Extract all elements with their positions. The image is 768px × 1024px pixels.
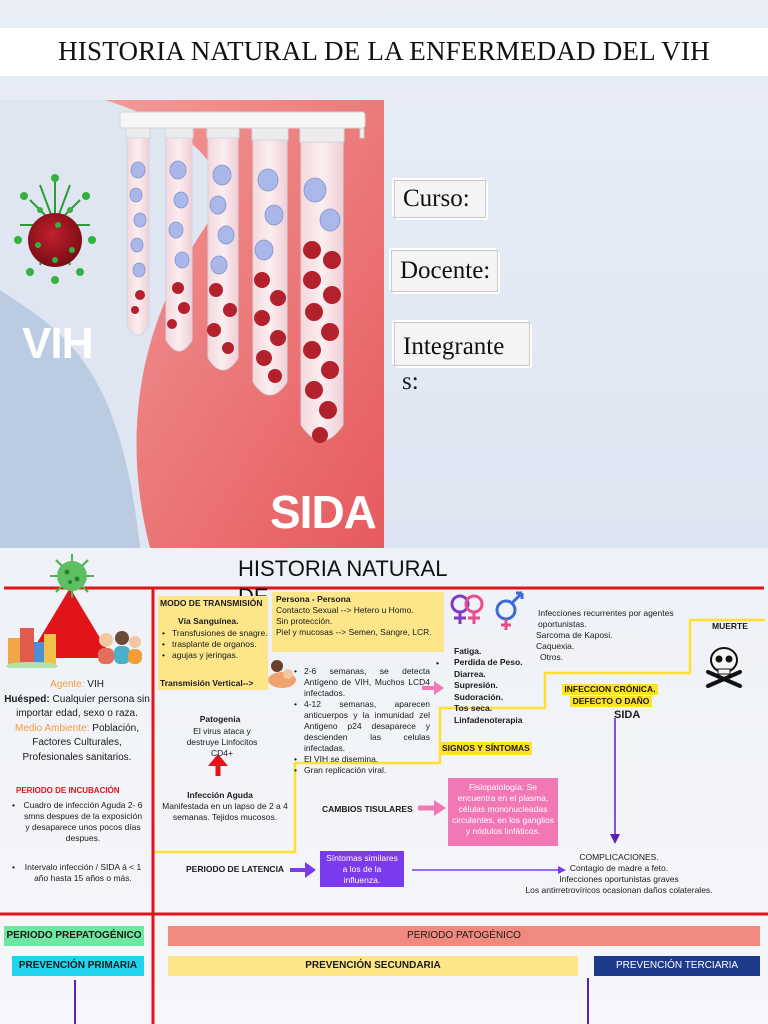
list-item: 2-6 semanas, se detecta Antígeno de VIH,… xyxy=(294,666,430,699)
people-icon xyxy=(98,631,142,664)
prevencion-secundaria-bar: PREVENCIÓN SECUNDARIA xyxy=(168,956,578,976)
patogenia-title: Patogenia xyxy=(199,714,241,724)
list-item: Gran replicación viral. xyxy=(294,765,430,776)
list-item: Transfusiones de snagre. xyxy=(162,628,270,639)
sintoma-item: Perdida de Peso. xyxy=(454,657,523,668)
virus-icon xyxy=(50,554,94,598)
curso-label: Curso: xyxy=(394,180,486,218)
persona-line: Piel y mucosas --> Semen, Sangre, LCR. xyxy=(276,627,432,638)
list-item: El VIH se disemina. xyxy=(294,754,430,765)
docente-label: Docente: xyxy=(391,250,498,292)
infeccion-line: Sarcoma de Kaposi. xyxy=(536,630,613,641)
fisiopatologia-box: Fisiopatología: Se encuentra en el plasm… xyxy=(448,778,558,846)
title-bar xyxy=(0,28,768,76)
complicacion-line: Los antirretrovíricos ocasionan daños co… xyxy=(525,885,713,896)
list-item: trasplante de organos. xyxy=(162,639,270,650)
gender-symbols-icon xyxy=(450,591,524,630)
list-item: Intervalo infección / SIDA á < 1 año has… xyxy=(12,862,144,884)
periodo-prepatogenico-bar: PERIODO PREPATOGÉNICO xyxy=(4,926,144,946)
transmision-title: MODO DE TRANSMISIÓN xyxy=(160,598,263,608)
skull-icon xyxy=(706,647,742,688)
sintoma-item: Sudoración. xyxy=(454,691,504,702)
complicacion-line: Contagio de madre a feto. xyxy=(569,863,669,874)
list-item: 4-12 semanas, aparecen anticuerpos y la … xyxy=(294,699,430,754)
sintoma-item: Fatiga. xyxy=(454,646,482,656)
infeccion-cronica-label: INFECCION CRÓNICA. xyxy=(562,684,658,696)
incubacion-title: PERIODO DE INCUBACIÓN xyxy=(16,786,120,795)
city-icon xyxy=(6,628,58,668)
periodo-patogenico-bar: PERIODO PATOGÉNICO xyxy=(168,926,760,946)
cambios-tisulares-label: CAMBIOS TISULARES xyxy=(322,804,413,814)
sintoma-item: Linfadenoterapia xyxy=(454,714,523,725)
huesped-label: Huésped: xyxy=(4,693,50,705)
list-item: agujas y jeringas. xyxy=(162,650,270,661)
incubacion-list: Cuadro de infección Aguda 2- 6 smns desp… xyxy=(12,800,144,844)
sida-label: SIDA xyxy=(614,709,641,721)
sintoma-item: Supresión. xyxy=(454,680,498,691)
muerte-label: MUERTE xyxy=(712,621,748,631)
persona-line: Contacto Sexual --> Hetero u Homo. xyxy=(276,605,414,615)
vih-sida-illustration: VIH SIDA xyxy=(0,100,384,548)
huesped-value: Cualquier persona sin importar edad, sex… xyxy=(16,693,150,720)
signos-sintomas-label: SIGNOS Y SÍNTOMAS xyxy=(440,742,532,756)
prevencion-primaria-bar: PREVENCIÓN PRIMARIA xyxy=(12,956,144,976)
medio-value: Población, Factores Culturales, Profesio… xyxy=(22,722,139,763)
defecto-label: DEFECTO O DAÑO xyxy=(570,696,652,708)
complicaciones-block: COMPLICACIONES. Contagio de madre a feto… xyxy=(514,852,724,896)
via-sanguinea: Vía Sanguínea. xyxy=(178,616,239,626)
patogenia-text: El virus ataca y destruye Linfocitos CD4… xyxy=(186,726,258,759)
integrantes-line-1: Integrante xyxy=(403,333,505,360)
latencia-sintomas-box: Síntomas similares a los de la influenza… xyxy=(320,851,404,887)
complicaciones-title: COMPLICACIONES. xyxy=(579,852,659,862)
sida-label: SIDA xyxy=(270,486,376,538)
sintoma-item: Tos seca. xyxy=(454,703,493,714)
infeccion-line: Otros. xyxy=(540,652,564,663)
infecciones-cronicas: Infecciones recurrentes por agentes opor… xyxy=(536,608,686,663)
persona-text: Contacto Sexual --> Hetero u Homo. Sin p… xyxy=(276,605,442,638)
agente-label: Agente: xyxy=(50,679,85,690)
list-item: ​ xyxy=(436,658,532,669)
slide-diagram: HISTORIA NATURAL DE Agente: VIH Huésped:… xyxy=(0,548,768,1024)
page-title: HISTORIA NATURAL DE LA ENFERMEDAD DEL VI… xyxy=(58,36,710,66)
progresion-list: 2-6 semanas, se detecta Antígeno de VIH,… xyxy=(294,666,430,777)
latencia-label: PERIODO DE LATENCIA xyxy=(186,864,285,874)
sintomas-list-text: Fatiga. Perdida de Peso. Diarrea. Supres… xyxy=(454,646,538,726)
sintoma-item: Diarrea. xyxy=(454,668,486,679)
transmision-vertical: Transmisión Vertical--> xyxy=(160,678,254,688)
persona-line: Sin protección. xyxy=(276,616,333,627)
complicacion-line: Infecciones oportunistas graves xyxy=(559,874,679,885)
integrantes-line-2: s: xyxy=(402,368,419,395)
slide-cover: HISTORIA NATURAL DE LA ENFERMEDAD DEL VI… xyxy=(0,0,768,548)
infeccion-line: Infecciones recurrentes por agentes opor… xyxy=(538,608,674,630)
agente-value: VIH xyxy=(87,679,104,690)
integrantes-label: Integrante xyxy=(394,322,530,366)
vih-label: VIH xyxy=(22,319,92,368)
persona-box xyxy=(272,592,444,652)
list-item: Cuadro de infección Aguda 2- 6 smns desp… xyxy=(12,800,144,844)
persona-title: Persona - Persona xyxy=(276,594,351,604)
mother-child-icon xyxy=(268,660,296,688)
sintomas-list: ​ xyxy=(436,658,532,669)
virus-icon xyxy=(14,174,96,284)
agente-block: Agente: VIH Huésped: Cualquier persona s… xyxy=(4,678,150,765)
incubacion-list-2: Intervalo infección / SIDA á < 1 año has… xyxy=(12,862,144,884)
diagram-title: HISTORIA NATURAL xyxy=(238,556,448,581)
infeccion-aguda-title: Infección Aguda xyxy=(187,790,253,800)
transmision-list: Transfusiones de snagre. trasplante de o… xyxy=(162,628,270,661)
prevencion-terciaria-bar: PREVENCIÓN TERCIARIA xyxy=(594,956,760,976)
infeccion-aguda-text: Manifestada en un lapso de 2 a 4 semanas… xyxy=(162,801,288,823)
diagram-lines xyxy=(0,586,768,1024)
medio-label: Medio Ambiente: xyxy=(15,722,90,734)
infeccion-line: Caquexia. xyxy=(536,641,575,652)
